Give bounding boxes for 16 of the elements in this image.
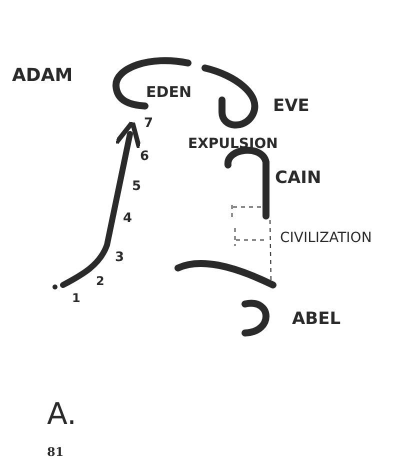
- page-number: 81: [47, 446, 64, 458]
- figure-label: EVE: [273, 98, 310, 115]
- figure-label: ADAM: [12, 67, 73, 85]
- step-number: 3: [115, 251, 124, 264]
- figure-label: CAIN: [275, 170, 322, 187]
- step-number: 4: [123, 212, 132, 225]
- figure-label: ABEL: [292, 311, 341, 328]
- step-number: 6: [140, 150, 150, 163]
- figure-label: EDEN: [146, 85, 192, 100]
- step-number: 5: [132, 180, 142, 193]
- step-number: 1: [72, 292, 80, 304]
- figure-label: CIVILIZATION: [280, 231, 372, 245]
- figure-label: EXPULSION: [188, 137, 278, 151]
- figure-letter: A.: [47, 400, 77, 430]
- step-number: 7: [144, 117, 154, 130]
- step-number: 2: [96, 275, 104, 287]
